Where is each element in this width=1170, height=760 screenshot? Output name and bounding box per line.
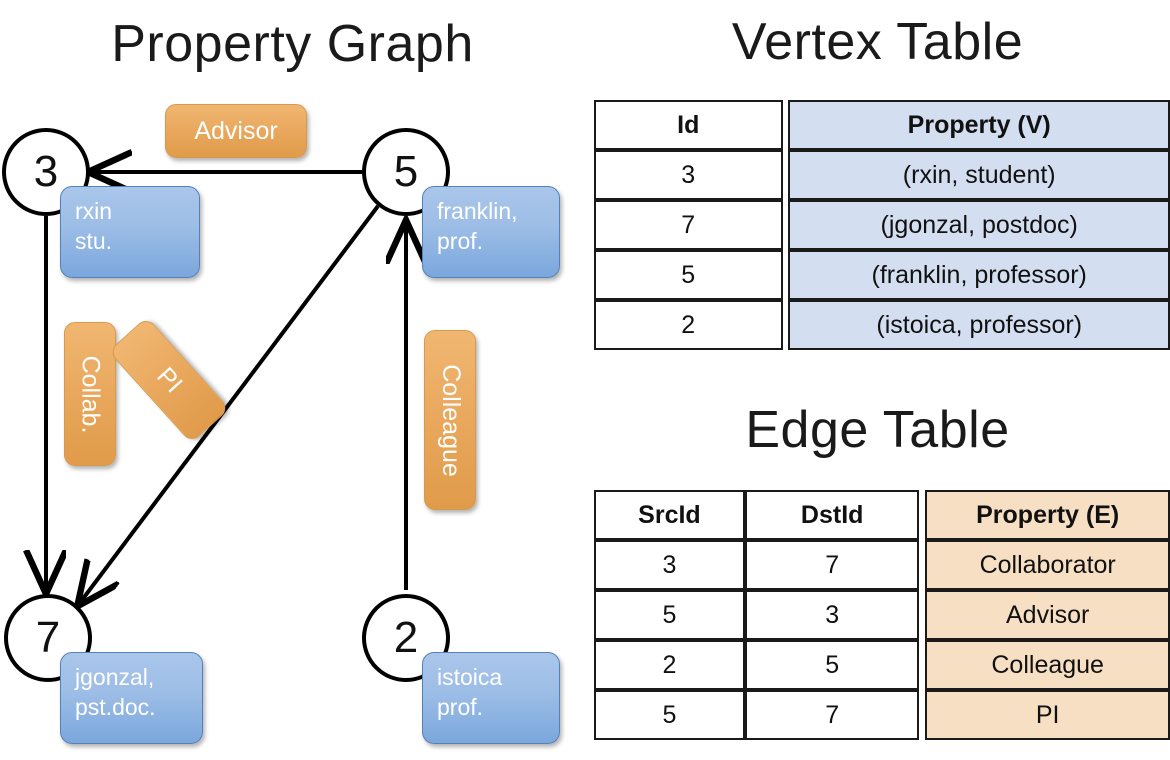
edge-cell-srcid: 5: [594, 590, 745, 640]
vertex-property-box-3: rxin stu.: [60, 186, 200, 278]
vertex-property-line1: rxin: [75, 198, 113, 224]
edge-cell-srcid: 3: [594, 540, 745, 590]
edge-5-to-7: [82, 204, 380, 600]
edge-cell-property: Advisor: [925, 590, 1170, 640]
vertex-property-line1: istoica: [437, 664, 503, 690]
vertex-property-line1: jgonzal,: [75, 664, 155, 690]
vertex-property-line2: prof.: [437, 227, 484, 254]
vertex-cell-id: 3: [594, 150, 783, 200]
vertex-property-line2: prof.: [437, 693, 484, 720]
column-gap: [782, 200, 789, 250]
vertex-property-box-2: istoica prof.: [422, 652, 560, 744]
column-gap: [782, 100, 789, 150]
column-gap: [782, 150, 789, 200]
edge-header-srcid: SrcId: [594, 490, 745, 540]
column-gap: [919, 540, 926, 590]
vertex-cell-property: (istoica, professor): [788, 300, 1170, 350]
vertex-table: Id Property (V) 3 (rxin, student) 7 (jgo…: [594, 100, 1170, 350]
vertex-property-line1: franklin,: [437, 198, 518, 224]
page-title-vertex-table: Vertex Table: [731, 13, 1024, 71]
table-row: 2 5 Colleague: [594, 640, 1170, 690]
edge-cell-property: Colleague: [925, 640, 1170, 690]
graph-node-2[interactable]: 2: [362, 594, 450, 682]
vertex-property-box-7: jgonzal, pst.doc.: [60, 652, 203, 744]
edge-cell-dstid: 7: [744, 540, 920, 590]
edge-label-advisor: Advisor: [165, 104, 307, 158]
graph-edge-lines: [0, 0, 585, 760]
vertex-cell-id: 5: [594, 250, 783, 300]
vertex-property-line2: stu.: [75, 227, 113, 254]
edge-label-colleague: Colleague: [424, 330, 476, 510]
edge-cell-dstid: 7: [744, 690, 920, 740]
edge-cell-property: Collaborator: [925, 540, 1170, 590]
graph-node-label: 3: [33, 147, 59, 196]
edge-label-collab: Collab.: [64, 322, 116, 466]
column-gap: [919, 490, 926, 540]
edge-header-dstid: DstId: [744, 490, 920, 540]
vertex-cell-property: (jgonzal, postdoc): [788, 200, 1170, 250]
vertex-property-box-5: franklin, prof.: [422, 186, 560, 278]
graph-node-label: 5: [393, 147, 419, 196]
page-title-edge-table: Edge Table: [745, 401, 1010, 459]
edge-cell-srcid: 5: [594, 690, 745, 740]
graph-node-label: 7: [35, 613, 61, 662]
column-gap: [919, 590, 926, 640]
table-row: 5 (franklin, professor): [594, 250, 1170, 300]
vertex-cell-id: 7: [594, 200, 783, 250]
vertex-cell-property: (rxin, student): [788, 150, 1170, 200]
table-header-row: SrcId DstId Property (E): [594, 490, 1170, 540]
edge-header-property: Property (E): [925, 490, 1170, 540]
column-gap: [919, 690, 926, 740]
vertex-header-id: Id: [594, 100, 783, 150]
table-row: 3 (rxin, student): [594, 150, 1170, 200]
edge-cell-property: PI: [925, 690, 1170, 740]
vertex-header-property: Property (V): [788, 100, 1170, 150]
edge-cell-dstid: 5: [744, 640, 920, 690]
table-row: 5 7 PI: [594, 690, 1170, 740]
property-graph-diagram: 3 5 7 2 rxin stu. franklin, prof. jgonza…: [0, 0, 585, 760]
graph-node-label: 2: [393, 613, 419, 662]
edge-label-text: PI: [151, 361, 188, 398]
edge-table: SrcId DstId Property (E) 3 7 Collaborato…: [594, 490, 1170, 740]
edge-label-text: Advisor: [194, 116, 278, 145]
table-row: 2 (istoica, professor): [594, 300, 1170, 350]
vertex-property-line2: pst.doc.: [75, 693, 156, 720]
column-gap: [782, 250, 789, 300]
vertex-cell-property: (franklin, professor): [788, 250, 1170, 300]
page-title-property-graph: Property Graph: [111, 15, 474, 73]
edge-cell-dstid: 3: [744, 590, 920, 640]
graph-node-5[interactable]: 5: [362, 128, 450, 216]
table-row: 3 7 Collaborator: [594, 540, 1170, 590]
edge-label-text: Colleague: [436, 363, 465, 477]
table-row: 5 3 Advisor: [594, 590, 1170, 640]
edge-label-text: Collab.: [76, 355, 105, 433]
table-row: 7 (jgonzal, postdoc): [594, 200, 1170, 250]
column-gap: [782, 300, 789, 350]
edge-cell-srcid: 2: [594, 640, 745, 690]
column-gap: [919, 640, 926, 690]
vertex-cell-id: 2: [594, 300, 783, 350]
table-header-row: Id Property (V): [594, 100, 1170, 150]
